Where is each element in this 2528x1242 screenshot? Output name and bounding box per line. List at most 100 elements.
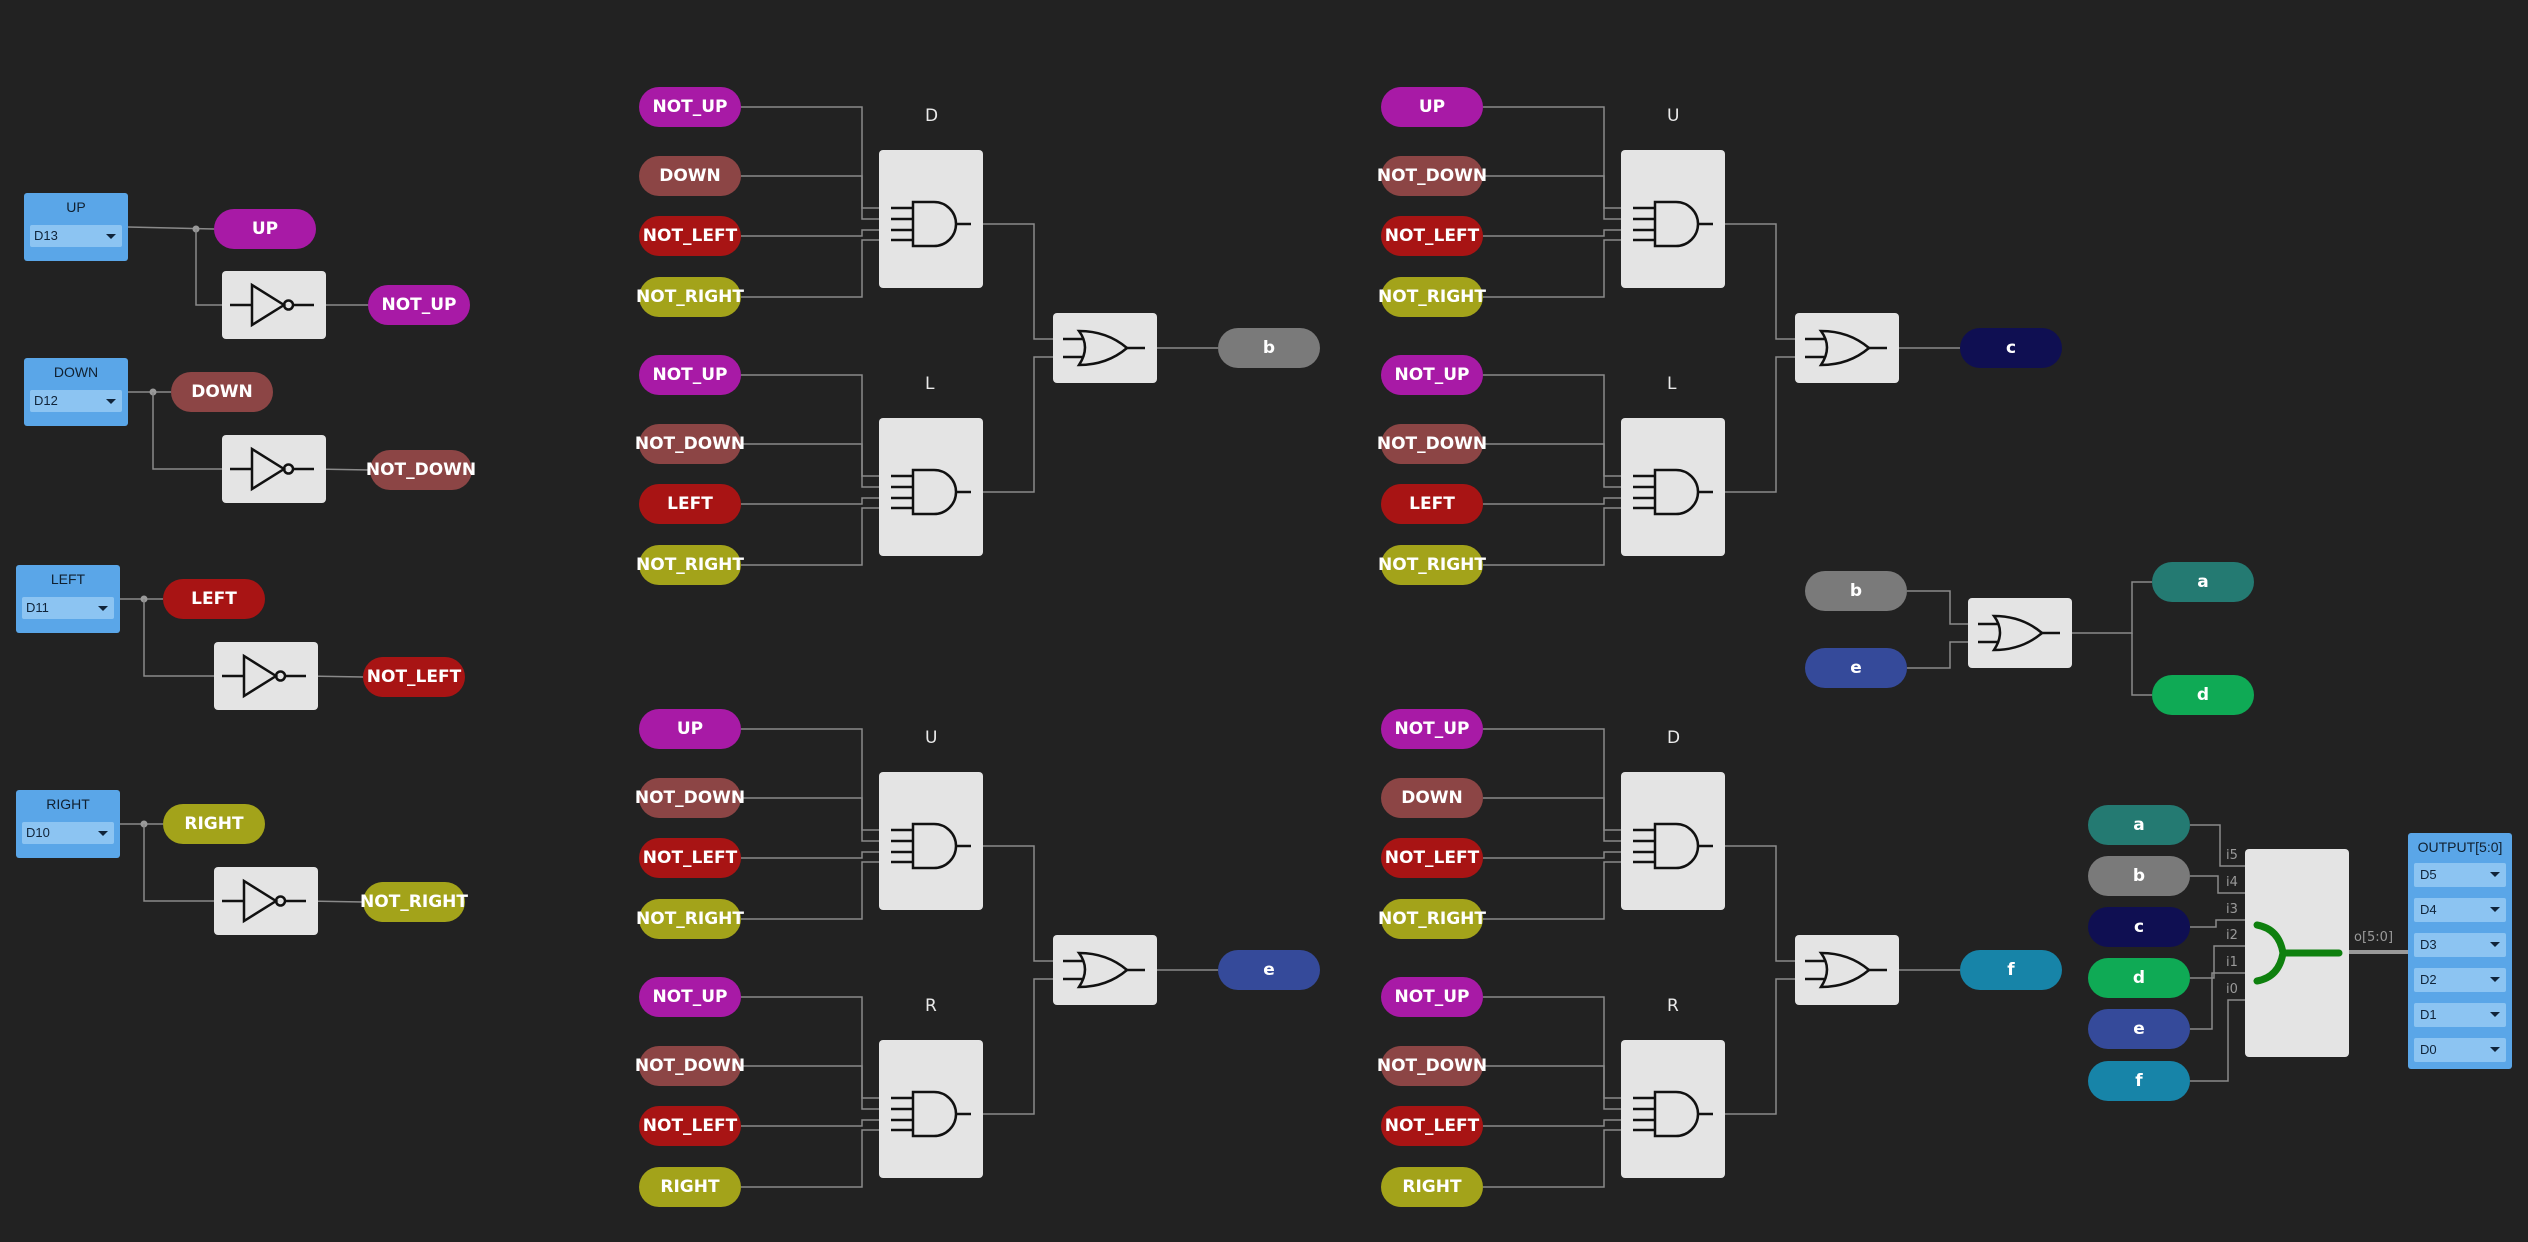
wire <box>1713 978 1805 1115</box>
and-gate[interactable] <box>1621 150 1725 288</box>
merger-pin-label: i4 <box>2226 875 2238 890</box>
wire <box>741 106 891 209</box>
or-gate[interactable] <box>1053 313 1157 383</box>
wire <box>152 392 230 470</box>
input-title: RIGHT <box>46 796 90 812</box>
signal-tag[interactable]: b <box>1218 328 1320 368</box>
signal-tag[interactable]: NOT_LEFT <box>1381 216 1483 256</box>
and-gate[interactable] <box>879 772 983 910</box>
not-gate[interactable] <box>222 435 326 503</box>
signal-tag[interactable]: NOT_DOWN <box>1377 1046 1487 1086</box>
or-gate[interactable] <box>1795 935 1899 1005</box>
not-gate[interactable] <box>214 642 318 710</box>
signal-tag[interactable]: NOT_DOWN <box>1377 156 1487 196</box>
or-gate[interactable] <box>1795 313 1899 383</box>
signal-tag[interactable]: b <box>2088 856 2190 896</box>
signal-tag[interactable]: NOT_LEFT <box>639 216 741 256</box>
signal-tag[interactable]: b <box>1805 571 1907 611</box>
signal-tag[interactable]: NOT_UP <box>1381 355 1483 395</box>
signal-tag[interactable]: NOT_UP <box>368 285 470 325</box>
output-pin-select[interactable]: D0 <box>2414 1038 2506 1062</box>
signal-tag[interactable]: NOT_LEFT <box>639 838 741 878</box>
signal-tag[interactable]: NOT_LEFT <box>1381 838 1483 878</box>
input-widget[interactable]: DOWN D12 <box>24 358 128 426</box>
signal-tag[interactable]: f <box>2088 1061 2190 1101</box>
signal-tag[interactable]: RIGHT <box>1381 1167 1483 1207</box>
signal-tag[interactable]: a <box>2088 805 2190 845</box>
pin-select[interactable]: D13 <box>30 225 122 247</box>
or-gate[interactable] <box>1968 598 2072 668</box>
input-widget[interactable]: RIGHT D10 <box>16 790 120 858</box>
not-gate[interactable] <box>214 867 318 935</box>
and-gate[interactable] <box>1621 772 1725 910</box>
signal-tag[interactable]: NOT_UP <box>639 87 741 127</box>
not-gate[interactable] <box>222 271 326 339</box>
signal-tag[interactable]: LEFT <box>639 484 741 524</box>
wire <box>1483 175 1633 220</box>
signal-tag[interactable]: NOT_RIGHT <box>636 899 744 939</box>
signal-tag[interactable]: NOT_RIGHT <box>636 545 744 585</box>
signal-tag[interactable]: NOT_UP <box>1381 977 1483 1017</box>
or-gate[interactable] <box>1053 935 1157 1005</box>
pin-select[interactable]: D12 <box>30 390 122 412</box>
signal-tag[interactable]: UP <box>214 209 316 249</box>
signal-tag[interactable]: NOT_DOWN <box>635 778 745 818</box>
signal-tag[interactable]: UP <box>639 709 741 749</box>
signal-tag[interactable]: NOT_LEFT <box>363 657 465 697</box>
signal-tag[interactable]: d <box>2152 675 2254 715</box>
signal-tag[interactable]: a <box>2152 562 2254 602</box>
signal-tag[interactable]: DOWN <box>1381 778 1483 818</box>
pin-select[interactable]: D10 <box>22 822 114 844</box>
output-pin-select[interactable]: D1 <box>2414 1003 2506 1027</box>
signal-tag[interactable]: NOT_RIGHT <box>1378 277 1486 317</box>
pin-select[interactable]: D11 <box>22 597 114 619</box>
output-pin-select[interactable]: D5 <box>2414 863 2506 887</box>
and-symbol-icon <box>891 822 971 870</box>
signal-tag[interactable]: NOT_DOWN <box>366 450 476 490</box>
output-pin-select[interactable]: D3 <box>2414 933 2506 957</box>
signal-tag[interactable]: UP <box>1381 87 1483 127</box>
and-gate[interactable] <box>879 1040 983 1178</box>
input-widget[interactable]: UP D13 <box>24 193 128 261</box>
signal-tag[interactable]: f <box>1960 950 2062 990</box>
signal-tag[interactable]: NOT_LEFT <box>1381 1106 1483 1146</box>
signal-tag[interactable]: NOT_RIGHT <box>1378 899 1486 939</box>
signal-tag[interactable]: LEFT <box>163 579 265 619</box>
input-title: DOWN <box>53 364 99 380</box>
signal-tag[interactable]: e <box>2088 1009 2190 1049</box>
signal-tag[interactable]: NOT_DOWN <box>635 424 745 464</box>
signal-tag[interactable]: NOT_UP <box>1381 709 1483 749</box>
signal-tag[interactable]: NOT_DOWN <box>1377 424 1487 464</box>
not-symbol-icon <box>222 653 306 699</box>
input-widget[interactable]: LEFT D11 <box>16 565 120 633</box>
and-gate[interactable] <box>879 150 983 288</box>
signal-tag[interactable]: e <box>1805 648 1907 688</box>
and-gate[interactable] <box>1621 418 1725 556</box>
signal-tag[interactable]: NOT_DOWN <box>635 1046 745 1086</box>
signal-tag[interactable]: NOT_RIGHT <box>636 277 744 317</box>
and-gate[interactable] <box>879 418 983 556</box>
and-gate[interactable] <box>1621 1040 1725 1178</box>
signal-tag[interactable]: NOT_UP <box>639 977 741 1017</box>
signal-tag[interactable]: d <box>2088 958 2190 998</box>
signal-tag[interactable]: RIGHT <box>639 1167 741 1207</box>
output-widget[interactable]: OUTPUT[5:0] D5 D4 D3 D2 D1 D0 <box>2408 833 2512 1069</box>
signal-tag[interactable]: c <box>1960 328 2062 368</box>
wire <box>1483 374 1633 477</box>
signal-tag[interactable]: NOT_RIGHT <box>360 882 468 922</box>
signal-tag[interactable]: NOT_UP <box>639 355 741 395</box>
signal-tag[interactable]: DOWN <box>171 372 273 412</box>
output-pin-select[interactable]: D4 <box>2414 898 2506 922</box>
signal-tag[interactable]: NOT_LEFT <box>639 1106 741 1146</box>
signal-tag[interactable]: NOT_RIGHT <box>1378 545 1486 585</box>
signal-tag[interactable]: DOWN <box>639 156 741 196</box>
wire <box>1483 229 1633 237</box>
signal-tag[interactable]: LEFT <box>1381 484 1483 524</box>
output-pin-select[interactable]: D2 <box>2414 968 2506 992</box>
signal-tag[interactable]: RIGHT <box>163 804 265 844</box>
signal-tag[interactable]: c <box>2088 907 2190 947</box>
wire <box>1483 239 1633 298</box>
signal-tag[interactable]: e <box>1218 950 1320 990</box>
merger-block[interactable] <box>2245 849 2349 1057</box>
wire <box>1907 590 1978 625</box>
